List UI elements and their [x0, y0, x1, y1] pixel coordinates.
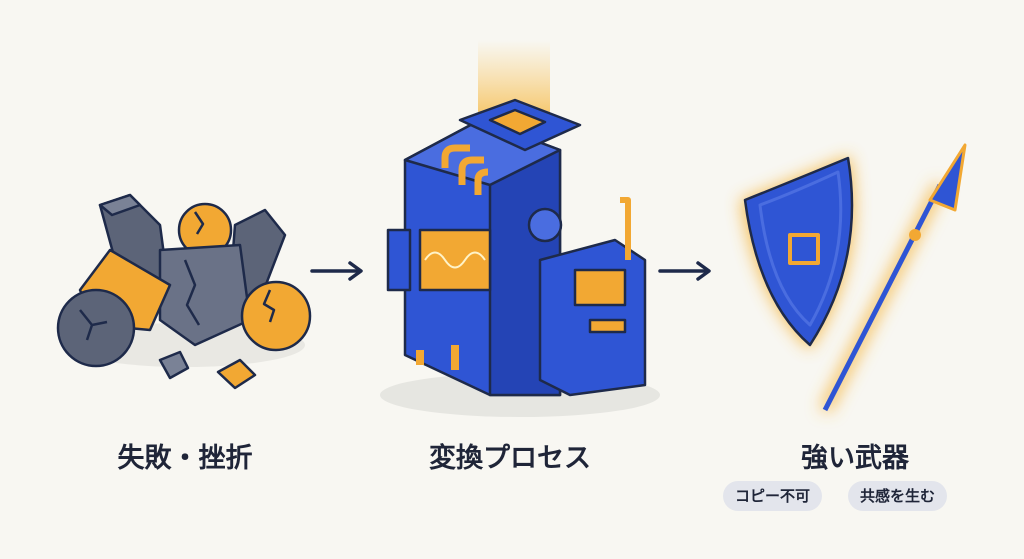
broken-rocks-icon — [56, 193, 312, 390]
arrow-right-icon — [310, 261, 363, 281]
tag-uncopyable: コピー不可 — [723, 481, 823, 511]
transformation-machine-icon — [380, 40, 660, 417]
shield-and-spear-icon — [740, 143, 967, 413]
tag-empathy: 共感を生む — [848, 481, 948, 511]
stage-label-process: 変換プロセス — [429, 443, 591, 474]
stage-label-weapon: 強い武器 — [801, 443, 909, 474]
stage-label-failure: 失敗・挫折 — [117, 443, 253, 474]
arrow-right-icon — [658, 261, 711, 281]
